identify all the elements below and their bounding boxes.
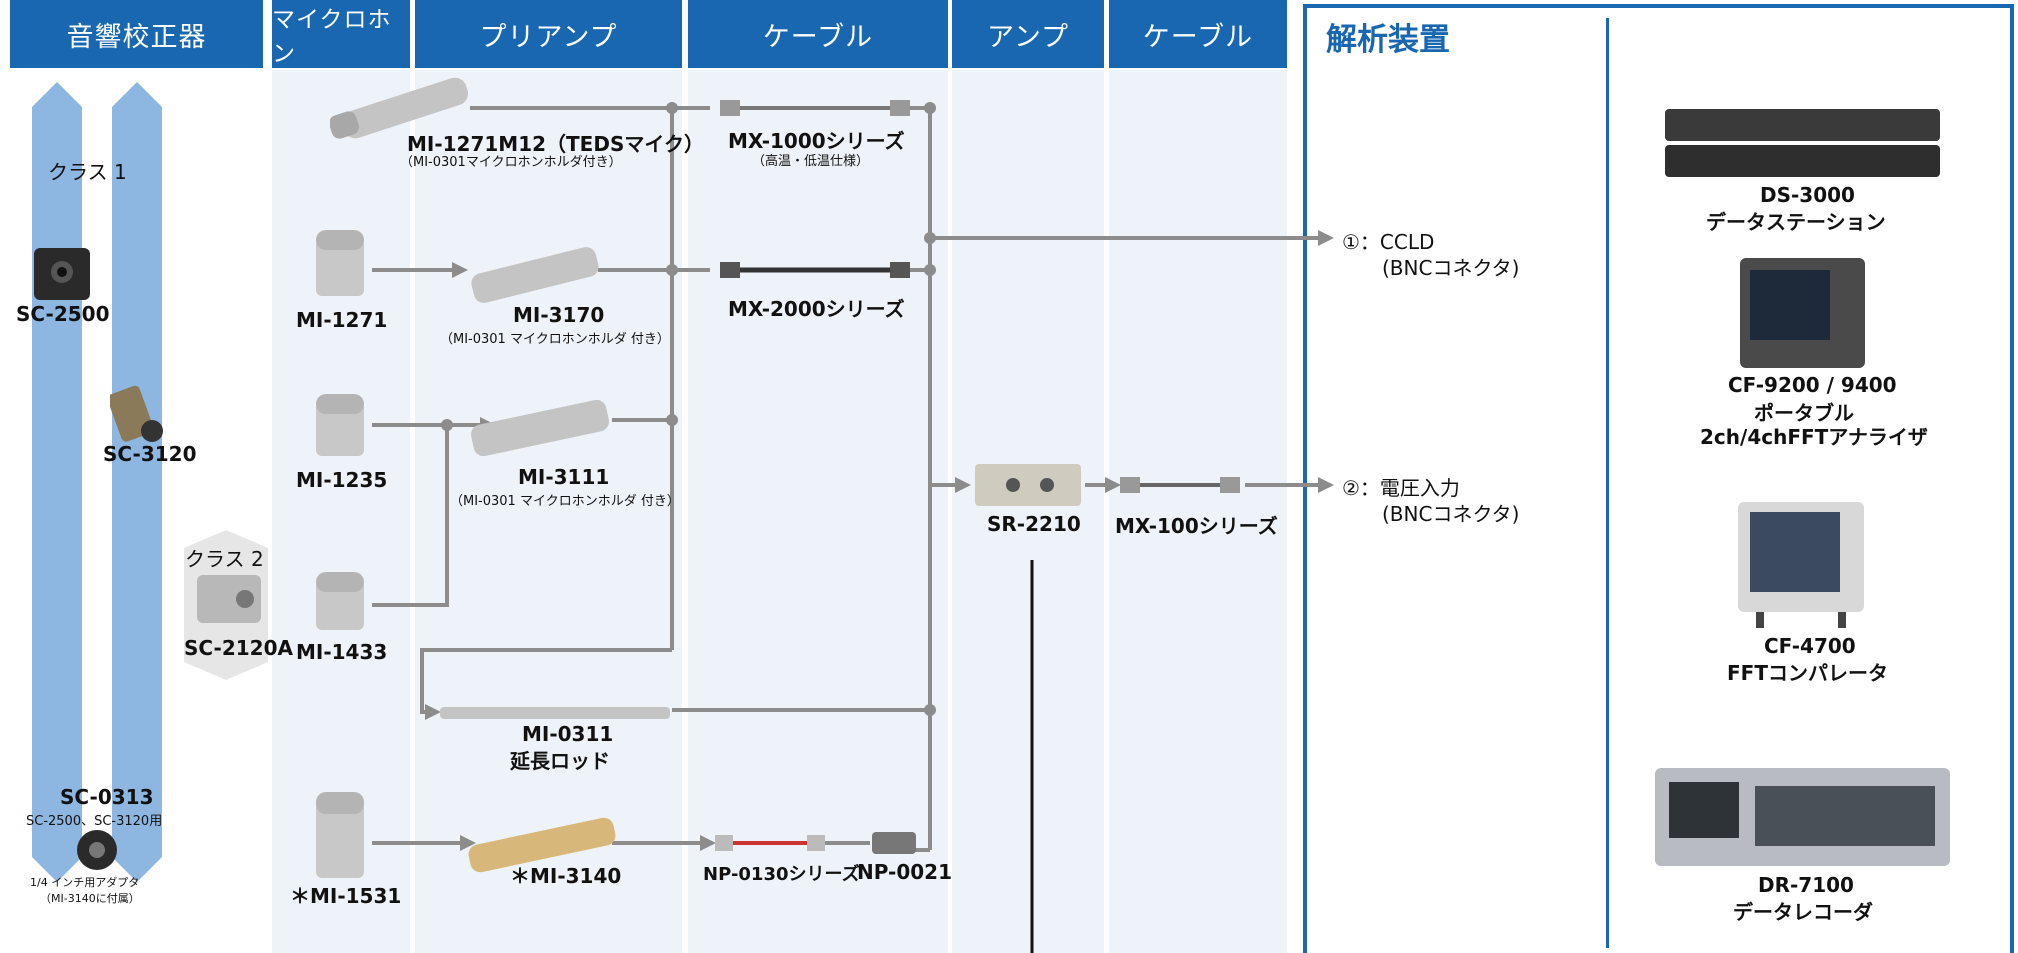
cable2-column-bg: [1109, 70, 1287, 953]
mi1235-image: [316, 394, 364, 456]
adapter-note-2: （MI-3140に付属）: [40, 892, 140, 905]
cf9200-name-2: 2ch/4chFFTアナライザ: [1700, 425, 1928, 449]
mi1271m12-image: [330, 77, 469, 139]
cf4700-name: FFTコンパレータ: [1727, 661, 1888, 685]
mi1271-label: MI-1271: [296, 308, 388, 332]
sc0313-label: SC-0313: [60, 785, 154, 809]
mi3170-label: MI-3170: [513, 303, 605, 327]
mx2000-image: [720, 262, 910, 278]
mi3140-label: ＊MI-3140: [510, 864, 622, 888]
sc3120-label: SC-3120: [103, 442, 197, 466]
np0130-image: [715, 835, 825, 851]
sc0313-note: SC-2500、SC-3120用: [26, 814, 163, 829]
voltage-input-note: (BNCコネクタ): [1382, 502, 1520, 526]
class1-band-right: [112, 82, 162, 882]
sr2210-label: SR-2210: [987, 512, 1081, 536]
cf9200-model: CF-9200 / 9400: [1728, 373, 1897, 397]
ds3000-image: [1665, 109, 1940, 177]
mi1433-image: [316, 572, 364, 630]
mi1271m12-label: MI-1271M12（TEDSマイク）: [407, 132, 704, 156]
mx1000-note: （高温・低温仕様）: [752, 154, 870, 169]
adapter-note-1: 1/4 インチ用アダプタ: [30, 876, 140, 889]
mi1235-label: MI-1235: [296, 468, 388, 492]
mi1531-label: ＊MI-1531: [290, 884, 402, 908]
mx100-image: [1120, 477, 1240, 493]
analyzer-divider: [1606, 18, 1609, 948]
ds3000-name: データステーション: [1706, 210, 1886, 234]
sc2120a-image: [197, 575, 261, 623]
header-cable-2: ケーブル: [1109, 0, 1287, 68]
ccld-input-note: (BNCコネクタ): [1382, 256, 1520, 280]
cable1-column-bg: [688, 70, 948, 953]
mi0311-image: [440, 707, 670, 719]
mi0311-label: MI-0311: [522, 722, 614, 746]
mx1000-image: [720, 100, 910, 116]
class2-label: クラス 2: [185, 547, 264, 571]
mi1433-label: MI-1433: [296, 640, 388, 664]
header-microphone: マイクロホン: [272, 0, 410, 68]
mi3140-image: [468, 817, 616, 873]
class1-label: クラス 1: [48, 160, 127, 184]
mx100-label: MX-100シリーズ: [1115, 514, 1278, 538]
mi3111-label: MI-3111: [518, 465, 610, 489]
np0021-label: NP-0021: [857, 860, 953, 884]
header-cable: ケーブル: [688, 0, 948, 68]
cf4700-image: [1738, 502, 1864, 628]
np0130-label: NP-0130シリーズ: [703, 864, 860, 885]
header-preamp: プリアンプ: [415, 0, 682, 68]
sc3120-image: [110, 385, 163, 442]
mi3170-note: （MI-0301 マイクロホンホルダ 付き）: [440, 332, 670, 347]
mi3111-image: [471, 399, 609, 457]
sr2210-image: [975, 464, 1081, 506]
mi1531-image: [316, 792, 364, 878]
mi3111-note: （MI-0301 マイクロホンホルダ 付き）: [450, 494, 680, 509]
mx2000-label: MX-2000シリーズ: [728, 297, 905, 321]
sc2500-label: SC-2500: [16, 302, 110, 326]
sc2120a-label: SC-2120A: [184, 636, 293, 660]
mi3170-image: [471, 247, 599, 303]
cf9200-image: [1740, 258, 1865, 368]
header-amp: アンプ: [952, 0, 1104, 68]
np0021-image: [872, 832, 916, 854]
mi1271-image: [316, 230, 364, 296]
header-analyzer: 解析装置: [1326, 22, 1450, 58]
sc2500-image: [34, 248, 90, 300]
sc0313-image: [77, 830, 117, 870]
amp-column-bg: [952, 70, 1104, 953]
dr7100-name: データレコーダ: [1733, 900, 1873, 924]
cf4700-model: CF-4700: [1764, 634, 1856, 658]
mi0311-note: 延長ロッド: [510, 749, 610, 773]
header-calibrator: 音響校正器: [10, 0, 263, 68]
preamp-column-bg: [415, 70, 682, 953]
ds3000-model: DS-3000: [1760, 183, 1855, 207]
cf9200-name-1: ポータブル: [1754, 401, 1854, 425]
voltage-input-label: ②：電圧入力: [1342, 476, 1460, 500]
dr7100-model: DR-7100: [1758, 873, 1854, 897]
mx1000-label: MX-1000シリーズ: [728, 129, 905, 153]
ccld-input-label: ①：CCLD: [1342, 230, 1435, 254]
dr7100-image: [1655, 768, 1950, 866]
mi1271m12-note: （MI-0301マイクロホンホルダ付き）: [400, 155, 622, 170]
